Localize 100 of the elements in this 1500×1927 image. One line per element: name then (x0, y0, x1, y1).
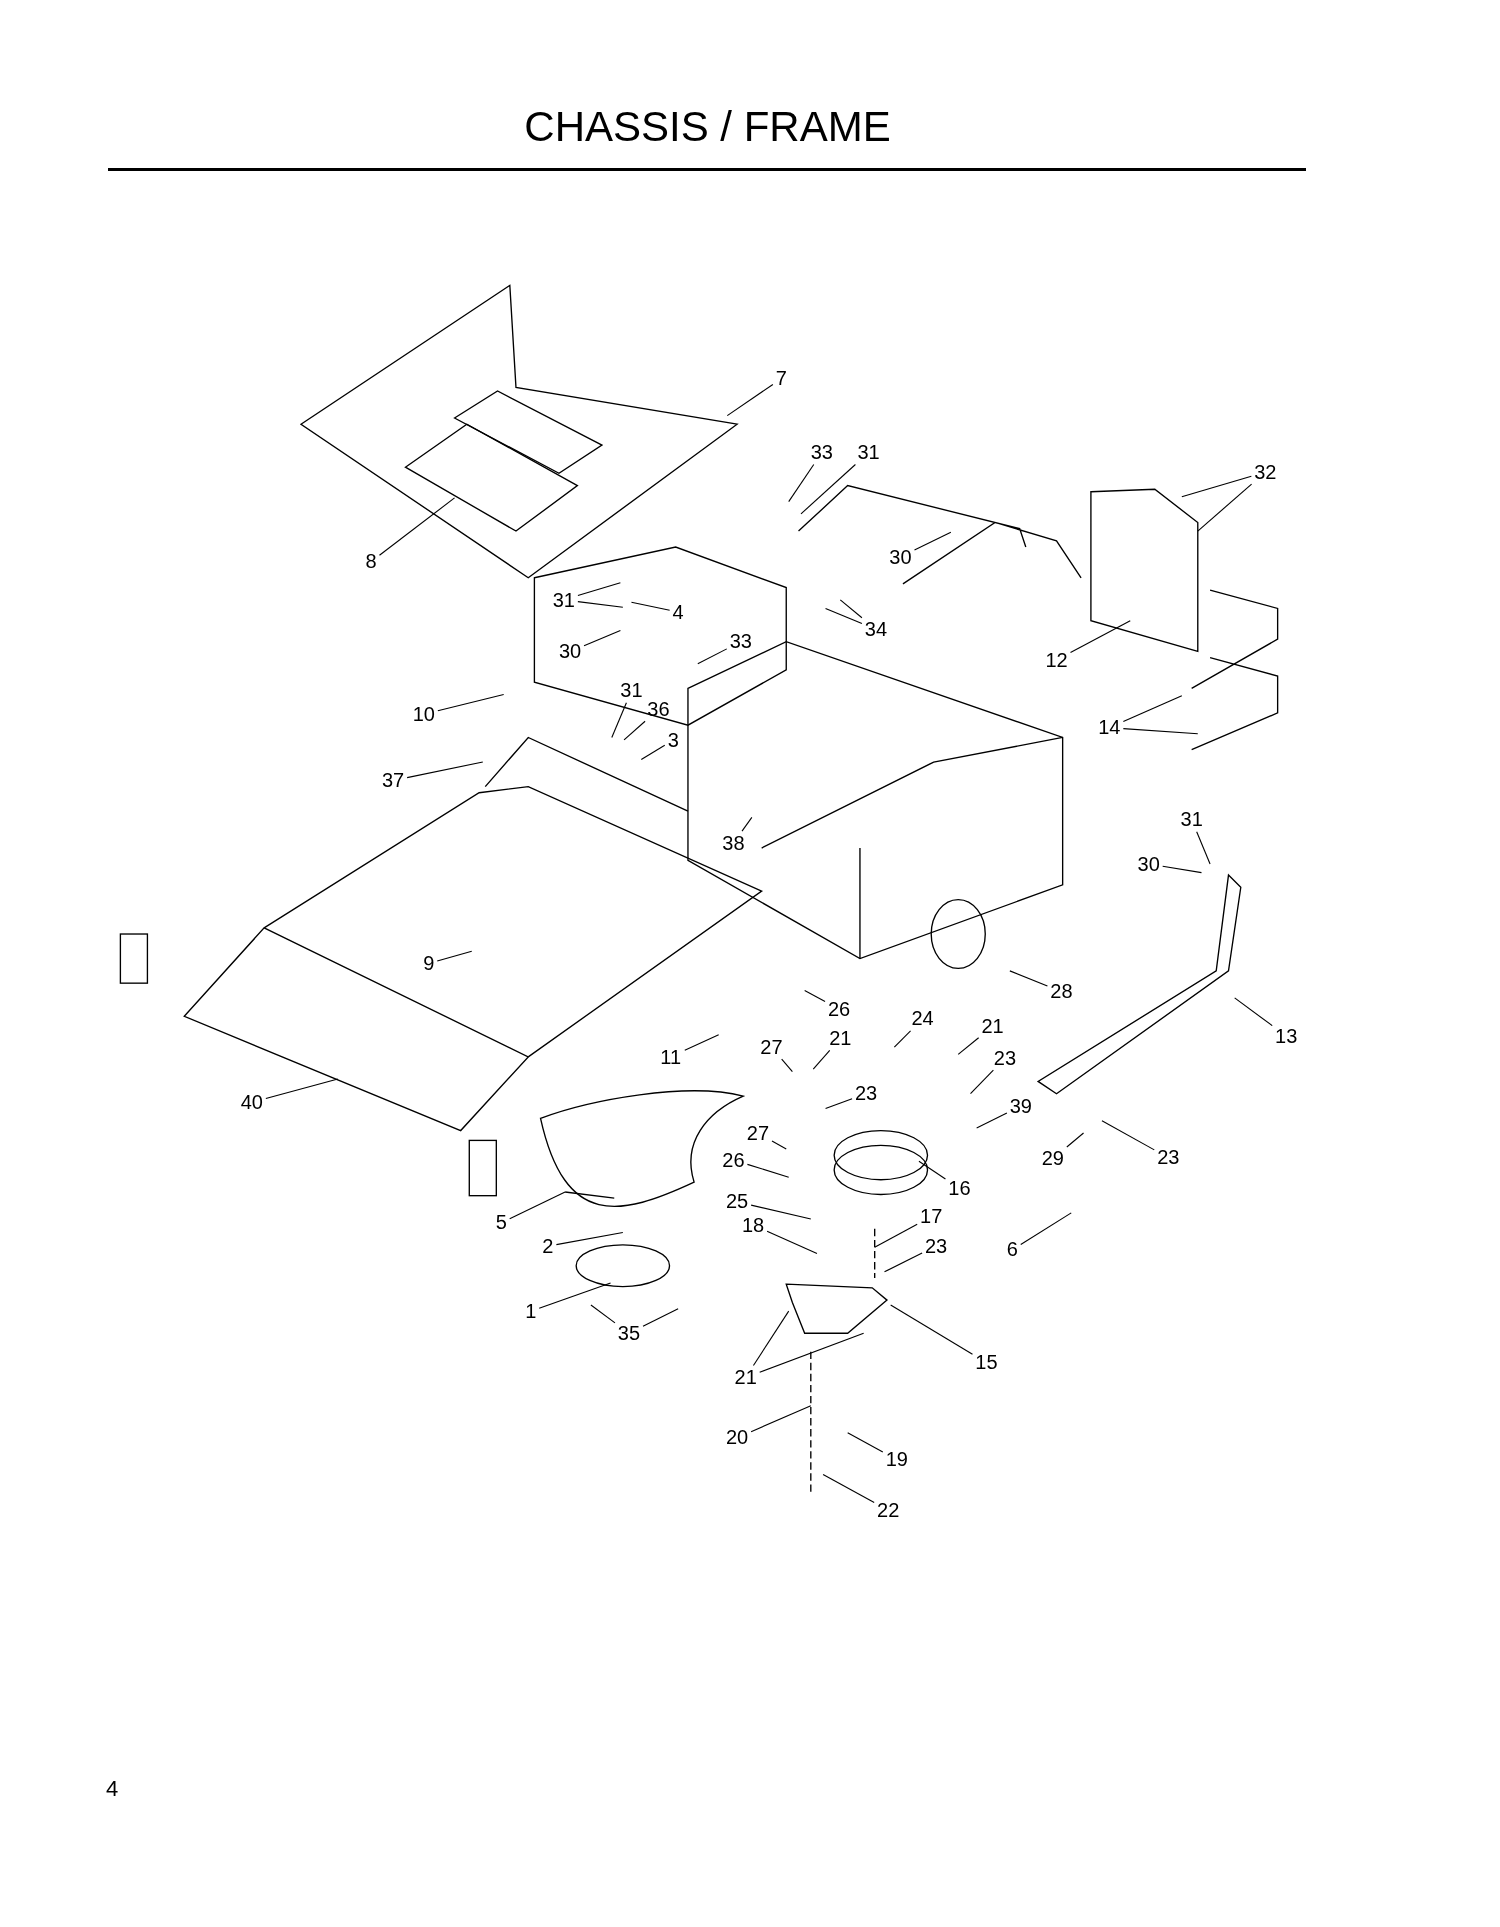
leader-line (893, 1030, 912, 1048)
callout-number: 1 (523, 1299, 539, 1322)
callout-number: 30 (887, 545, 914, 568)
leader-line (1181, 475, 1252, 498)
leader-line (746, 1163, 790, 1178)
callout-number: 15 (973, 1351, 1000, 1374)
page-title: CHASSIS / FRAME (523, 102, 892, 152)
leader-line (697, 648, 728, 665)
leader-line (976, 1112, 1008, 1129)
callout-number: 24 (909, 1007, 936, 1030)
leader-line (1101, 1120, 1155, 1151)
callout-number: 38 (720, 831, 747, 854)
leader-line (913, 531, 952, 551)
callout-number: 31 (1178, 808, 1205, 831)
leader-line (726, 383, 774, 417)
leader-line (874, 1223, 918, 1248)
leader-line (766, 1230, 818, 1254)
leader-line (781, 1058, 793, 1073)
leader-line (771, 1140, 787, 1150)
callout-number: 36 (645, 697, 672, 720)
callout-number: 33 (808, 441, 835, 464)
leader-line (969, 1069, 994, 1095)
leader-line (750, 1405, 812, 1433)
callout-number: 14 (1096, 716, 1123, 739)
callout-number: 19 (883, 1448, 910, 1471)
callout-number: 4 (670, 600, 686, 623)
leader-line (1020, 1212, 1072, 1245)
leader-line (750, 1204, 812, 1220)
callout-number: 33 (727, 630, 754, 653)
leader-line (1234, 997, 1273, 1027)
callout-number: 21 (827, 1027, 854, 1050)
callout-number: 27 (744, 1121, 772, 1144)
callout-number: 39 (1007, 1094, 1034, 1117)
callout-number: 26 (825, 997, 853, 1020)
callout-number: 7 (773, 367, 789, 390)
callout-number: 32 (1252, 460, 1279, 483)
leader-line (577, 582, 621, 597)
callout-number: 23 (991, 1046, 1019, 1069)
leader-line (630, 601, 671, 611)
callout-number: 23 (1155, 1146, 1182, 1169)
leader-line (611, 702, 627, 738)
leader-line (957, 1037, 980, 1055)
callout-number: 31 (550, 588, 577, 611)
leader-line (1009, 970, 1048, 987)
callout-number: 17 (918, 1205, 945, 1228)
leader-line (623, 720, 646, 741)
callout-number: 34 (862, 618, 890, 640)
callout-number: 23 (923, 1234, 950, 1257)
callout-number: 30 (1135, 852, 1162, 875)
leader-line (800, 463, 856, 515)
leader-line (436, 950, 473, 962)
callout-number: 29 (1039, 1147, 1066, 1170)
leader-line (847, 1432, 884, 1453)
callout-number: 26 (720, 1148, 747, 1171)
page-number: 4 (106, 1776, 119, 1802)
callout-number: 21 (732, 1366, 759, 1389)
callout-number: 40 (238, 1090, 265, 1113)
leader-line (759, 1332, 865, 1373)
callout-number: 20 (723, 1426, 751, 1449)
leader-line (378, 497, 456, 556)
callout-number: 23 (852, 1082, 880, 1105)
leader-line (1162, 865, 1203, 874)
callout-number: 22 (875, 1498, 902, 1521)
callout-number: 11 (658, 1045, 684, 1068)
leader-line (684, 1034, 720, 1051)
leader-line (839, 599, 863, 619)
leader-line (788, 463, 815, 503)
leader-line (1197, 483, 1253, 532)
callout-number: 9 (421, 952, 437, 975)
leader-line (538, 1282, 612, 1309)
leader-line (1066, 1132, 1085, 1148)
leader-line (804, 989, 826, 1002)
leader-line (1196, 831, 1211, 865)
callout-number: 28 (1048, 980, 1075, 1003)
callout-number: 8 (363, 550, 379, 573)
leader-line (1069, 620, 1131, 654)
callout-number: 5 (493, 1211, 509, 1234)
callout-number: 18 (739, 1213, 767, 1236)
leader-line (265, 1078, 339, 1100)
callout-number: 2 (540, 1234, 556, 1257)
leader-line (642, 1308, 679, 1327)
callout-number: 3 (665, 728, 681, 751)
callout-number: 31 (618, 679, 645, 702)
callout-number: 21 (979, 1014, 1006, 1037)
leader-line (1122, 695, 1183, 723)
leader-line (437, 693, 505, 712)
callout-number: 16 (946, 1176, 973, 1199)
leader-line (509, 1191, 566, 1220)
leader-line (825, 607, 863, 625)
callout-number: 12 (1043, 648, 1070, 671)
callout-number: 35 (615, 1321, 643, 1344)
leader-line (640, 744, 666, 761)
leader-line (577, 601, 624, 608)
leader-line (812, 1049, 831, 1070)
callout-number: 31 (855, 441, 882, 464)
callout-number: 10 (410, 702, 437, 725)
callout-number: 37 (380, 769, 407, 792)
leader-line (890, 1304, 974, 1355)
leader-line (1122, 728, 1199, 735)
callout-number: 6 (1004, 1238, 1020, 1261)
